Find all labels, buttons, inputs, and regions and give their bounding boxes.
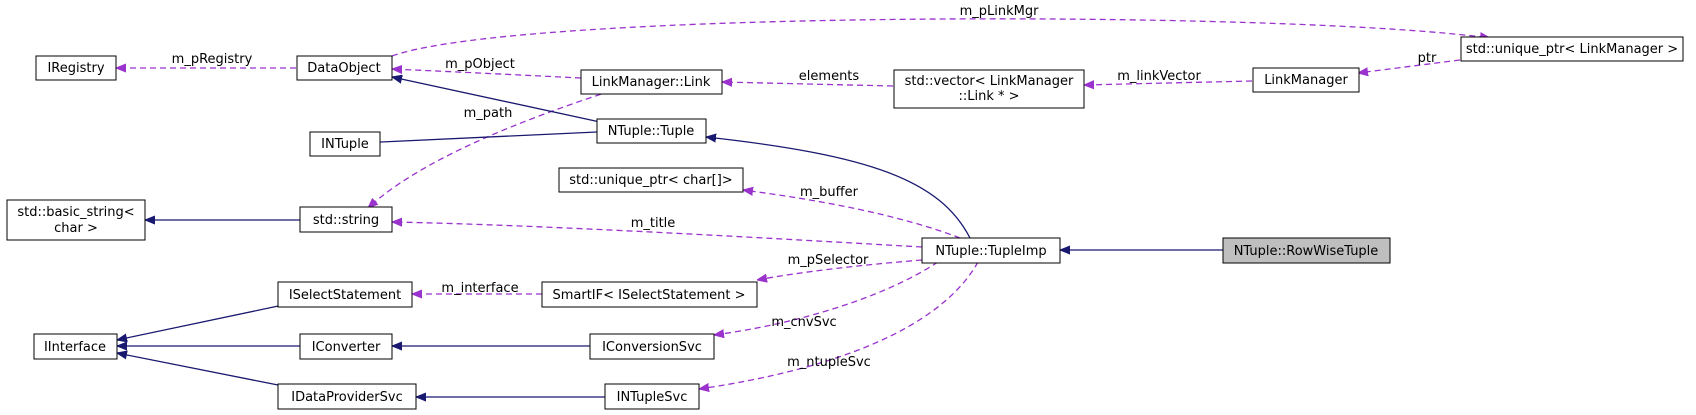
edge-label-m-path: m_path <box>464 106 513 121</box>
node-linkmanager-link[interactable]: LinkManager::Link <box>580 69 723 95</box>
edge-m-ntuplesvc <box>699 261 979 389</box>
edge-label-m-cnvsvc: m_cnvSvc <box>771 315 836 330</box>
edge-m-plinkmgr <box>391 18 1490 57</box>
edge-ptr <box>1358 59 1461 73</box>
edge-label-ptr: ptr <box>1418 51 1437 66</box>
node-unique-ptr-linkmanager[interactable]: std::unique_ptr< LinkManager > <box>1460 36 1684 62</box>
node-label-line1: std::basic_string< <box>17 205 134 220</box>
edge-tuple-inherits-dataobject <box>392 77 601 123</box>
node-iregistry[interactable]: IRegistry <box>35 55 117 81</box>
node-label: NTuple::RowWiseTuple <box>1234 244 1379 259</box>
node-intuple[interactable]: INTuple <box>309 131 381 157</box>
node-smartif-iselectstatement[interactable]: SmartIF< ISelectStatement > <box>541 281 758 308</box>
edges: m_pLinkMgr m_pRegistry m_pObject element… <box>116 4 1490 397</box>
node-label: NTuple::TupleImp <box>935 244 1046 259</box>
node-unique-ptr-char[interactable]: std::unique_ptr< char[]> <box>558 167 744 193</box>
node-label: IConverter <box>312 340 381 355</box>
node-label: NTuple::Tuple <box>608 124 695 139</box>
node-label: INTupleSvc <box>617 390 688 405</box>
node-basic-string[interactable]: std::basic_string< char > <box>6 199 146 241</box>
node-label: IDataProviderSvc <box>291 390 403 405</box>
edge-label-m-pregistry: m_pRegistry <box>172 52 253 67</box>
edge-m-linkvector <box>1084 81 1253 85</box>
edge-m-cnvsvc <box>714 261 939 335</box>
edge-label-m-pobject: m_pObject <box>445 57 515 72</box>
edge-label-m-ntuplesvc: m_ntupleSvc <box>787 355 871 370</box>
nodes: IRegistry DataObject LinkManager::Link s… <box>6 36 1684 410</box>
node-label: SmartIF< ISelectStatement > <box>552 288 745 303</box>
node-std-string[interactable]: std::string <box>299 206 393 233</box>
node-intuplesvc[interactable]: INTupleSvc <box>604 383 700 410</box>
node-ntuple-tupleimp[interactable]: NTuple::TupleImp <box>921 237 1061 264</box>
edge-m-buffer <box>743 190 961 239</box>
node-iconversionsvc[interactable]: IConversionSvc <box>589 333 715 360</box>
node-linkmanager[interactable]: LinkManager <box>1252 67 1360 93</box>
edge-label-m-pselector: m_pSelector <box>788 253 869 268</box>
node-label: std::unique_ptr< LinkManager > <box>1466 42 1678 57</box>
node-label-line2: ::Link * > <box>958 89 1019 104</box>
edge-m-path <box>368 87 621 208</box>
edge-label-elements: elements <box>799 69 860 84</box>
edge-elements <box>722 82 894 86</box>
node-label: std::unique_ptr< char[]> <box>569 173 732 188</box>
edge-label-m-interface: m_interface <box>441 281 518 296</box>
node-label: LinkManager <box>1264 73 1348 88</box>
edge-tuple-inherits-intuple <box>360 131 598 143</box>
node-iinterface[interactable]: IInterface <box>33 333 118 360</box>
edge-tupleimp-inherits-tuple <box>706 137 971 239</box>
node-iselectstatement[interactable]: ISelectStatement <box>277 281 413 308</box>
node-label: IRegistry <box>47 61 104 76</box>
node-label: std::string <box>313 213 379 228</box>
node-label: INTuple <box>321 137 369 152</box>
edge-m-pselector <box>757 259 923 280</box>
node-ntuple-tuple[interactable]: NTuple::Tuple <box>596 118 707 144</box>
node-label-line2: char > <box>54 221 98 236</box>
node-vector-link[interactable]: std::vector< LinkManager ::Link * > <box>893 69 1085 109</box>
edge-m-title <box>392 222 923 248</box>
edge-label-m-buffer: m_buffer <box>800 185 859 200</box>
node-dataobject[interactable]: DataObject <box>296 55 393 81</box>
node-iconverter[interactable]: IConverter <box>299 333 393 360</box>
node-label: IConversionSvc <box>602 340 702 355</box>
edge-label-m-plinkmgr: m_pLinkMgr <box>960 4 1040 19</box>
node-label-line1: std::vector< LinkManager <box>905 74 1074 89</box>
node-label: LinkManager::Link <box>592 75 711 90</box>
node-label: ISelectStatement <box>289 288 401 303</box>
edge-label-m-linkvector: m_linkVector <box>1117 69 1201 84</box>
node-label: DataObject <box>307 61 380 76</box>
edge-m-pobject <box>392 69 582 79</box>
node-idataprovidersvc[interactable]: IDataProviderSvc <box>277 383 417 410</box>
edge-label-m-title: m_title <box>631 216 676 231</box>
node-label: IInterface <box>44 340 106 355</box>
node-ntuple-rowwisetuple[interactable]: NTuple::RowWiseTuple <box>1222 237 1391 264</box>
edge-iselect-inherits-iinterface <box>117 304 284 340</box>
edge-idataprovider-inherits-iinterface <box>117 353 284 387</box>
